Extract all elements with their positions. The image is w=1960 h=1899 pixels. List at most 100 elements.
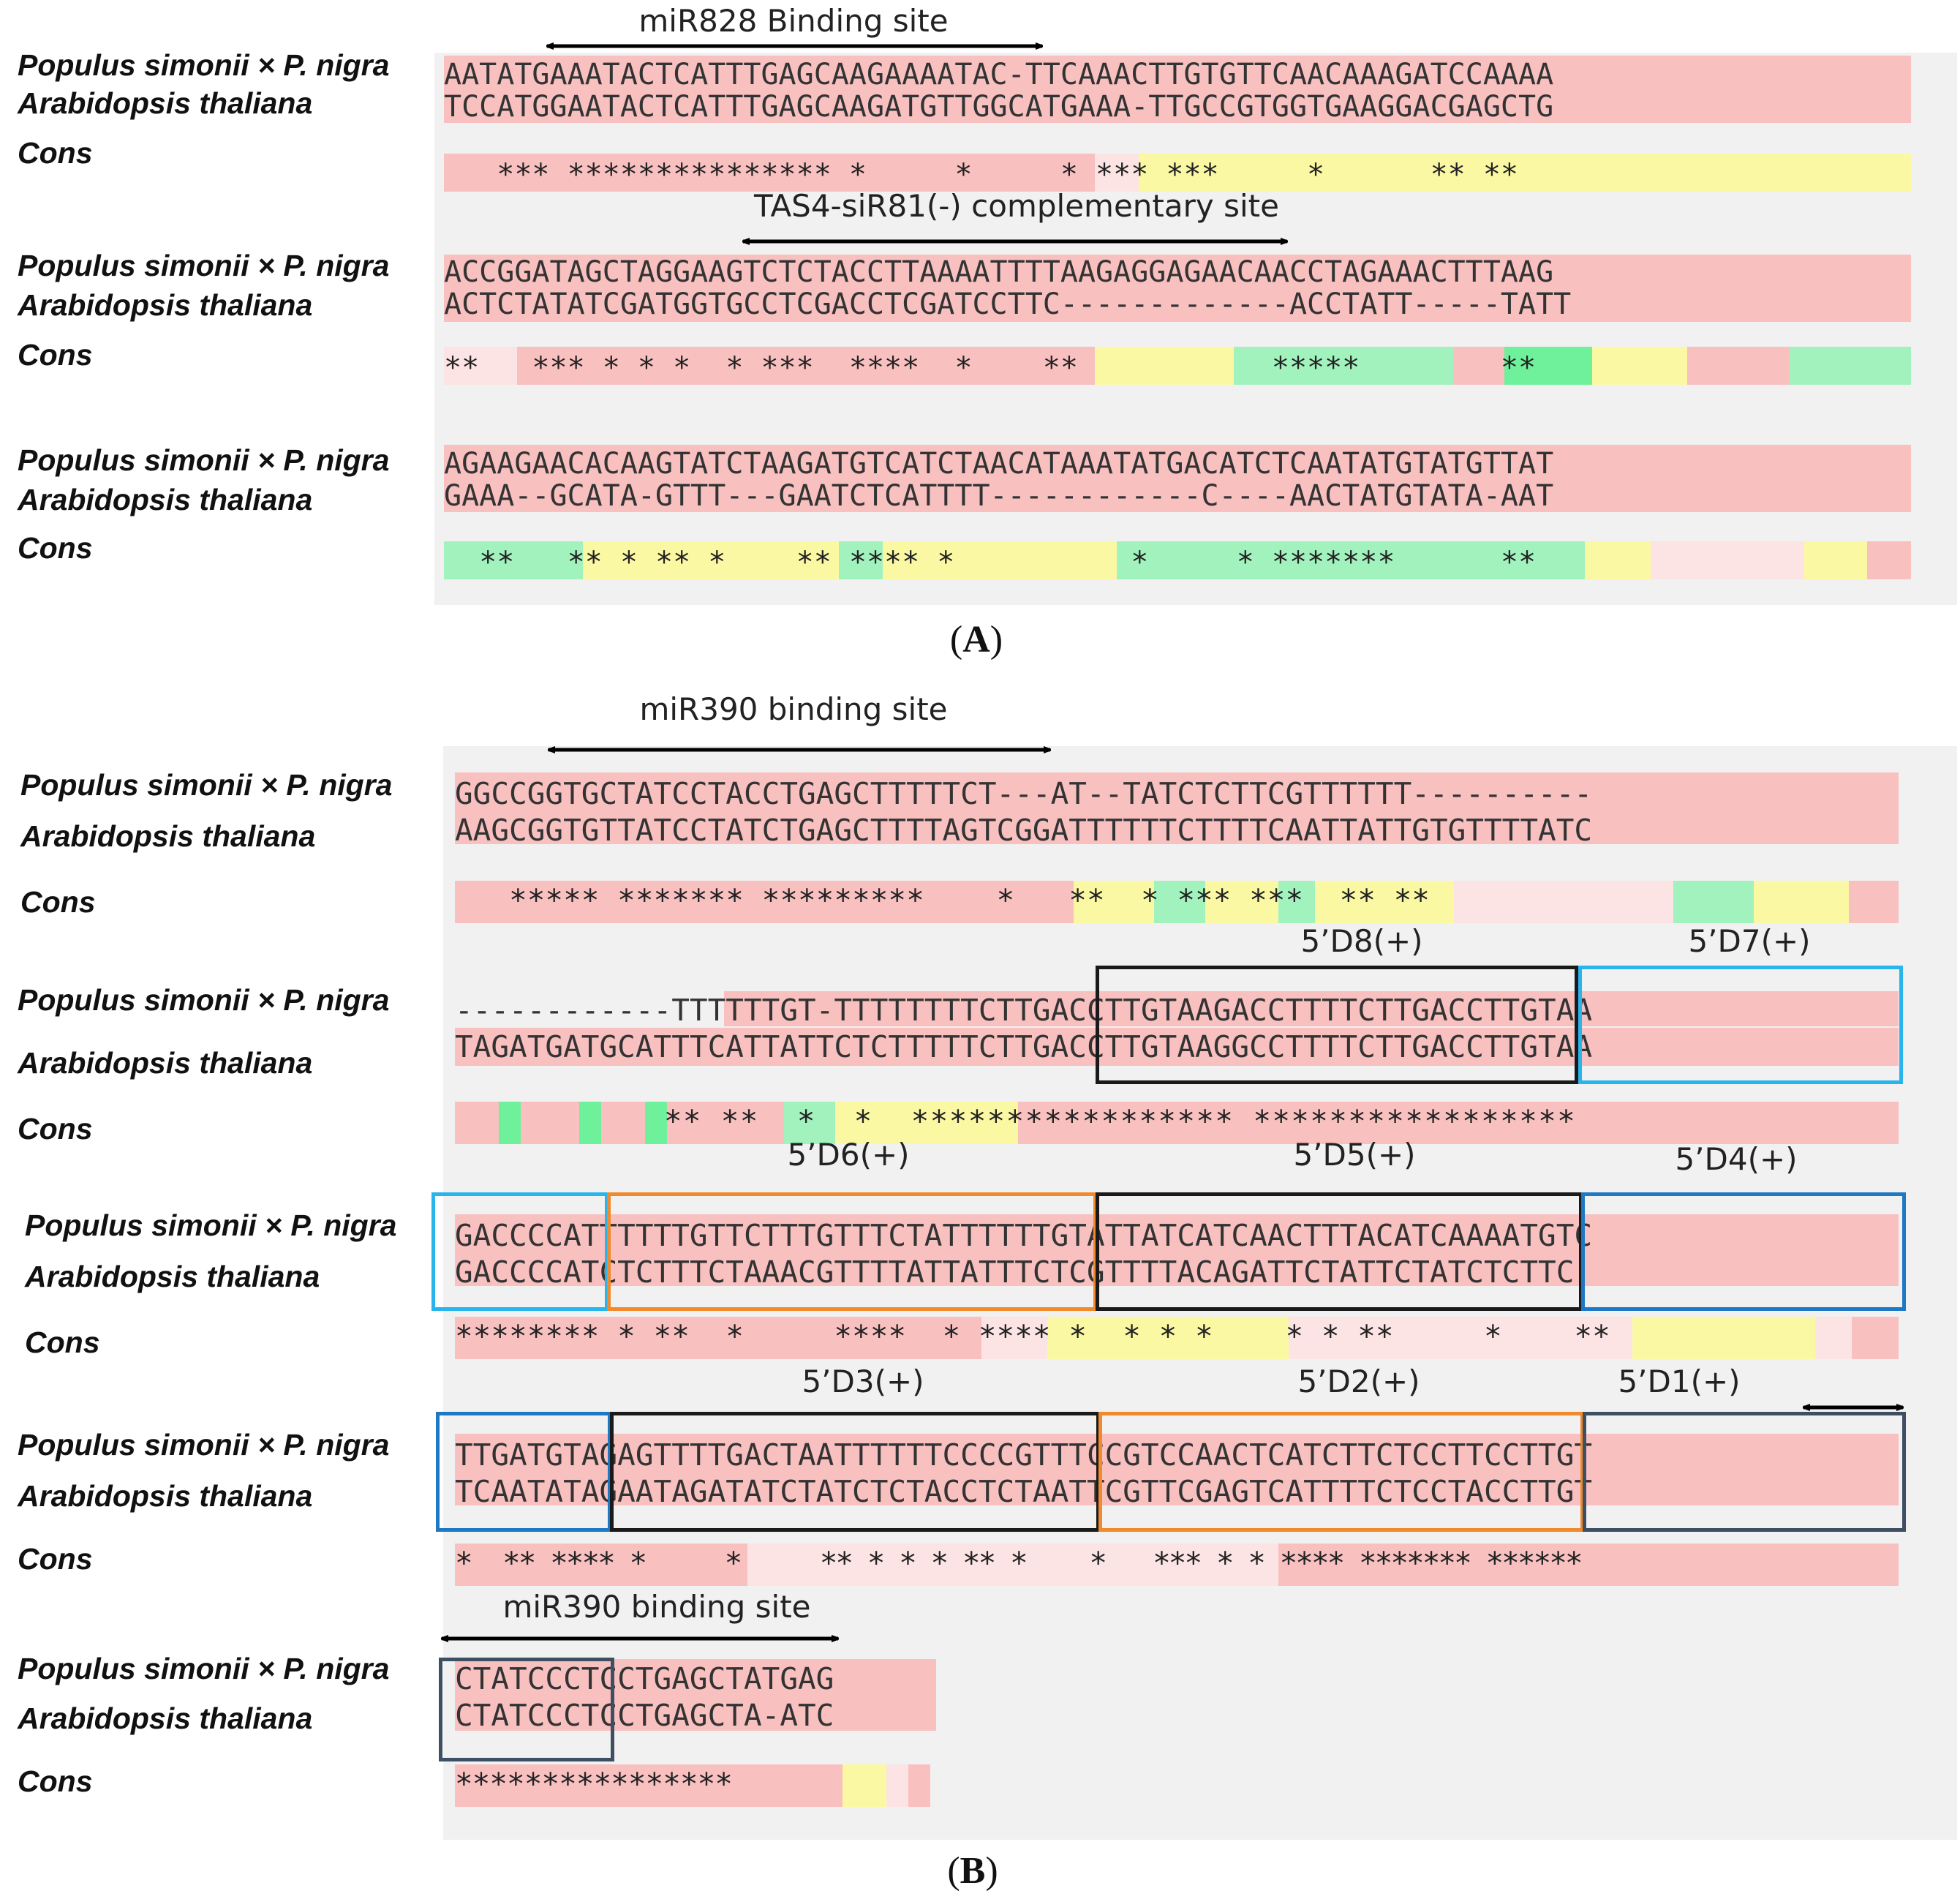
consensus-bar [1289,1317,1354,1359]
consensus-bar [455,1317,981,1359]
consensus-bar [455,1102,499,1144]
species-populus-label: Populus simonii × P. nigra [18,443,390,477]
consensus-stars: *** *************** * * * *** *** * ** *… [444,158,1572,192]
d5-box [1096,1192,1583,1311]
d1-box-continued [439,1658,614,1761]
seq-highlight [1183,56,1911,123]
consensus-stars: ** ** * * ***************** ************… [455,1104,1634,1139]
consensus-stars: ***** ******* ********* * ** * *** *** *… [455,883,1593,918]
seq-highlight [444,255,1911,322]
consensus-bar [1867,541,1911,579]
consensus-bar [1585,541,1651,579]
cons-label: Cons [18,1542,93,1576]
sequence-arabidopsis: GACCCCATCTCTTTCTAAACGTTTTATTATTTCTCGTTTT… [455,1255,1575,1290]
d3-label: 5’D3(+) [802,1364,924,1399]
consensus-bar [444,541,583,579]
consensus-bar [1804,541,1867,579]
consensus-bar [1687,347,1790,385]
species-arabidopsis-label: Arabidopsis thaliana [18,1701,313,1735]
consensus-track: ** ** * * ***************** ************… [455,1102,1899,1144]
consensus-bar [835,1102,1018,1144]
consensus-bar [981,1317,1047,1359]
sequence-populus: ACCGGATAGCTAGGAAGTCTCTACCTTAAAATTTTAAGAG… [444,255,1554,289]
consensus-bar [517,347,1095,385]
consensus-bar [579,1102,601,1144]
seq-highlight [455,1434,1899,1505]
consensus-bar [444,154,1095,192]
cons-label: Cons [18,1764,93,1798]
consensus-bar [1673,881,1754,923]
species-populus-label: Populus simonii × P. nigra [25,1208,397,1242]
seq-highlight [455,1659,936,1731]
panel-b-letter: (B) [947,1850,998,1892]
d4-label: 5’D4(+) [1675,1141,1798,1177]
consensus-track: * ** **** * * ** * * * ** * * *** * * **… [455,1543,1899,1586]
species-populus-label: Populus simonii × P. nigra [18,249,390,282]
consensus-bar [455,1764,843,1807]
seq-highlight [455,1214,1899,1286]
sequence-arabidopsis: GAAA--GCATA-GTTT---GAATCTCATTTT---------… [444,479,1554,513]
sequence-arabidopsis: AAGCGGTGTTATCCTATCTGAGCTTTTAGTCGGATTTTTT… [455,813,1593,848]
panel-a-background [434,53,1957,605]
species-arabidopsis-label: Arabidopsis thaliana [25,1260,320,1293]
species-populus-label: Populus simonii × P. nigra [18,1428,390,1462]
consensus-bar [1095,347,1234,385]
species-arabidopsis-label: Arabidopsis thaliana [18,1046,313,1080]
consensus-bar [1117,541,1585,579]
d7-box [1578,966,1903,1084]
consensus-bar [455,1543,747,1586]
consensus-bar [645,1102,667,1144]
species-populus-label: Populus simonii × P. nigra [18,983,390,1017]
consensus-bar [1139,154,1911,192]
consensus-stars: * ** **** * * ** * * * ** * * *** * * **… [455,1546,1583,1581]
d1-box [1583,1412,1906,1532]
sequence-populus: ------------TTTTTTGT-TTTTTTTTCTTGACCTTGT… [455,993,1593,1028]
consensus-bar [1234,347,1453,385]
mir390-bottom-label: miR390 binding site [502,1589,811,1625]
consensus-track: **************** [455,1764,936,1807]
species-arabidopsis-label: Arabidopsis thaliana [18,483,313,516]
consensus-bar [1453,347,1504,385]
species-arabidopsis-label: Arabidopsis thaliana [20,819,316,853]
consensus-bar [1504,347,1592,385]
d1-label: 5’D1(+) [1618,1364,1741,1399]
sequence-populus: AGAAGAACACAAGTATCTAAGATGTCATCTAACATAAATA… [444,447,1554,481]
consensus-bar [883,541,1117,579]
consensus-bar [1592,347,1687,385]
species-populus-label: Populus simonii × P. nigra [20,768,393,802]
consensus-stars: ** ** * ** * ** **** * * * ******* ** [444,546,1589,579]
sequence-arabidopsis: ACTCTATATCGATGGTGCCTCGACCTCGATCCTTC-----… [444,287,1572,321]
consensus-bar [839,541,883,579]
species-populus-label: Populus simonii × P. nigra [18,1652,390,1685]
consensus-track: *** *************** * * * *** *** * ** *… [444,154,1911,192]
consensus-stars: ** *** * * * * *** **** * ** ***** ** [444,351,1572,385]
consensus-stars: **************** [455,1767,733,1802]
consensus-bar [1278,1543,1899,1586]
sequence-populus: TTGATGTAGAGTTTTGACTAATTTTTTCCCCGTTTCCGTC… [455,1437,1593,1473]
seq-highlight [444,445,1911,512]
consensus-bar [1790,347,1911,385]
consensus-track: ******** * ** * **** * **** * * * * * * … [455,1317,1899,1359]
consensus-bar [1354,1317,1632,1359]
mir390-top-label: miR390 binding site [639,691,948,727]
consensus-bar [499,1102,521,1144]
d8-box [1096,966,1578,1084]
seq-highlight [455,1028,1899,1066]
consensus-track: ** ** * ** * ** **** * * * ******* ** [444,541,1911,579]
cons-label: Cons [25,1325,100,1359]
cons-label: Cons [18,531,93,565]
panel-b-background [443,746,1957,1840]
consensus-bar [1849,881,1899,923]
seq-highlight [444,56,1183,123]
consensus-bar [1047,1317,1289,1359]
d2-box [1098,1412,1584,1532]
cons-label: Cons [18,338,93,372]
tas4-label: TAS4-siR81(-) complementary site [754,188,1279,224]
sequence-arabidopsis: TCCATGGAATACTCATTTGAGCAAGATGTTGGCATGAAA-… [444,90,1554,124]
consensus-bar [601,1102,645,1144]
species-arabidopsis-label: Arabidopsis thaliana [18,1479,313,1513]
consensus-bar [521,1102,579,1144]
consensus-bar [843,1764,886,1807]
consensus-bar [1651,541,1804,579]
